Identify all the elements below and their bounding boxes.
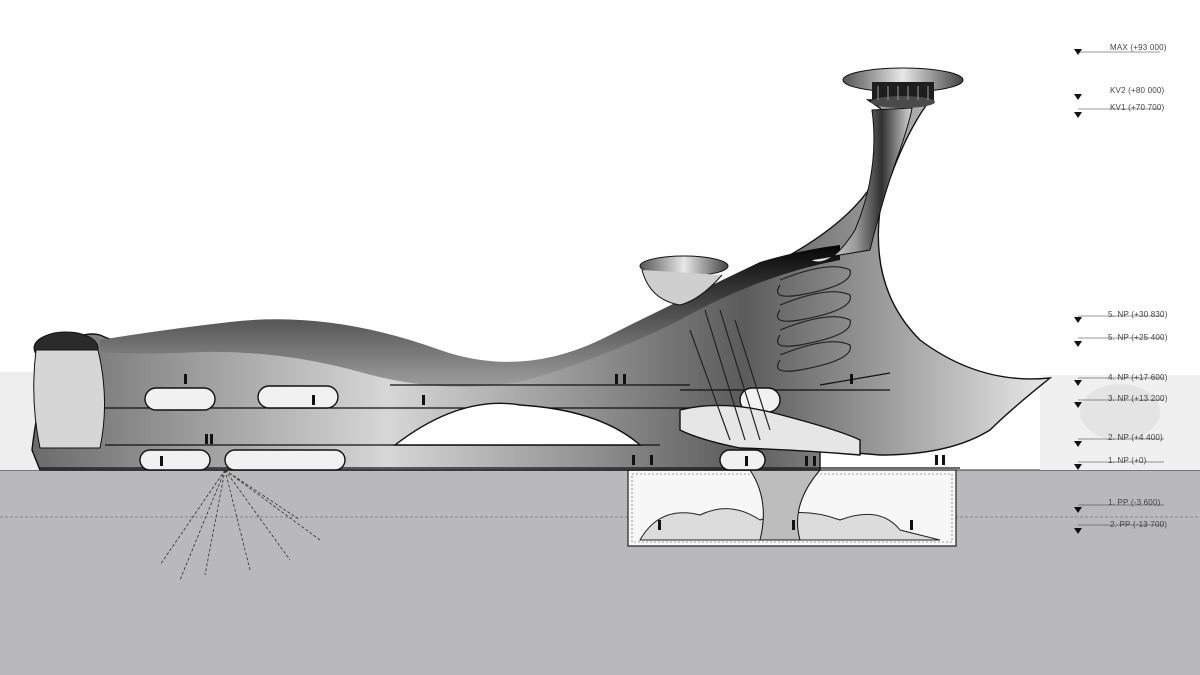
- basement: [627, 469, 957, 547]
- level-marker-np4: 4. NP (+17 600): [1074, 373, 1168, 386]
- observation-disc: [842, 67, 964, 108]
- level-label-np5: 5. NP (+30 830): [1108, 310, 1168, 319]
- level-marker-pp2: 2. PP (-13 700): [1074, 520, 1167, 534]
- level-label-np4b: 5. NP (+25 400): [1108, 333, 1168, 342]
- level-marker-np1: 1. NP (+0): [1074, 456, 1164, 470]
- tower-stem: [808, 107, 913, 263]
- background-cylinder: [1080, 384, 1160, 440]
- level-label-pp1: 1. PP (-3 600): [1108, 498, 1161, 507]
- level-marker-kv1: KV1 (+70 700): [1074, 103, 1165, 118]
- left-ring-form: [33, 331, 105, 449]
- level-label-np3: 3. NP (+13 200): [1108, 394, 1168, 403]
- level-label-kv2: KV2 (+80 000): [1110, 86, 1165, 95]
- interior-pods: [139, 385, 861, 471]
- level-label-max: MAX (+93 000): [1110, 43, 1167, 52]
- people-figures: [160, 374, 945, 530]
- level-marker-max: MAX (+93 000): [1074, 43, 1167, 55]
- foundation-piles: [159, 469, 321, 581]
- level-label-pp2: 2. PP (-13 700): [1110, 520, 1167, 529]
- level-marker-np3: 3. NP (+13 200): [1074, 394, 1168, 408]
- level-marker-np5: 5. NP (+30 830): [1074, 310, 1168, 323]
- level-label-np1: 1. NP (+0): [1108, 456, 1147, 465]
- level-marker-np4b: 5. NP (+25 400): [1074, 333, 1168, 347]
- level-marker-np2: 2. NP (+4 400): [1074, 433, 1164, 447]
- level-marker-pp1: 1. PP (-3 600): [1074, 498, 1164, 513]
- level-label-np2: 2. NP (+4 400): [1108, 433, 1163, 442]
- level-marker-kv2: KV2 (+80 000): [1074, 86, 1165, 100]
- level-markers: MAX (+93 000) KV2 (+80 000) KV1 (+70 700…: [1074, 43, 1168, 534]
- level-label-np4: 4. NP (+17 600): [1108, 373, 1168, 382]
- helical-ramp: [689, 266, 851, 441]
- roof-underside: [100, 245, 840, 387]
- level-label-kv1: KV1 (+70 700): [1110, 103, 1165, 112]
- secondary-disc: [639, 255, 729, 306]
- ground-mass: [0, 470, 1200, 675]
